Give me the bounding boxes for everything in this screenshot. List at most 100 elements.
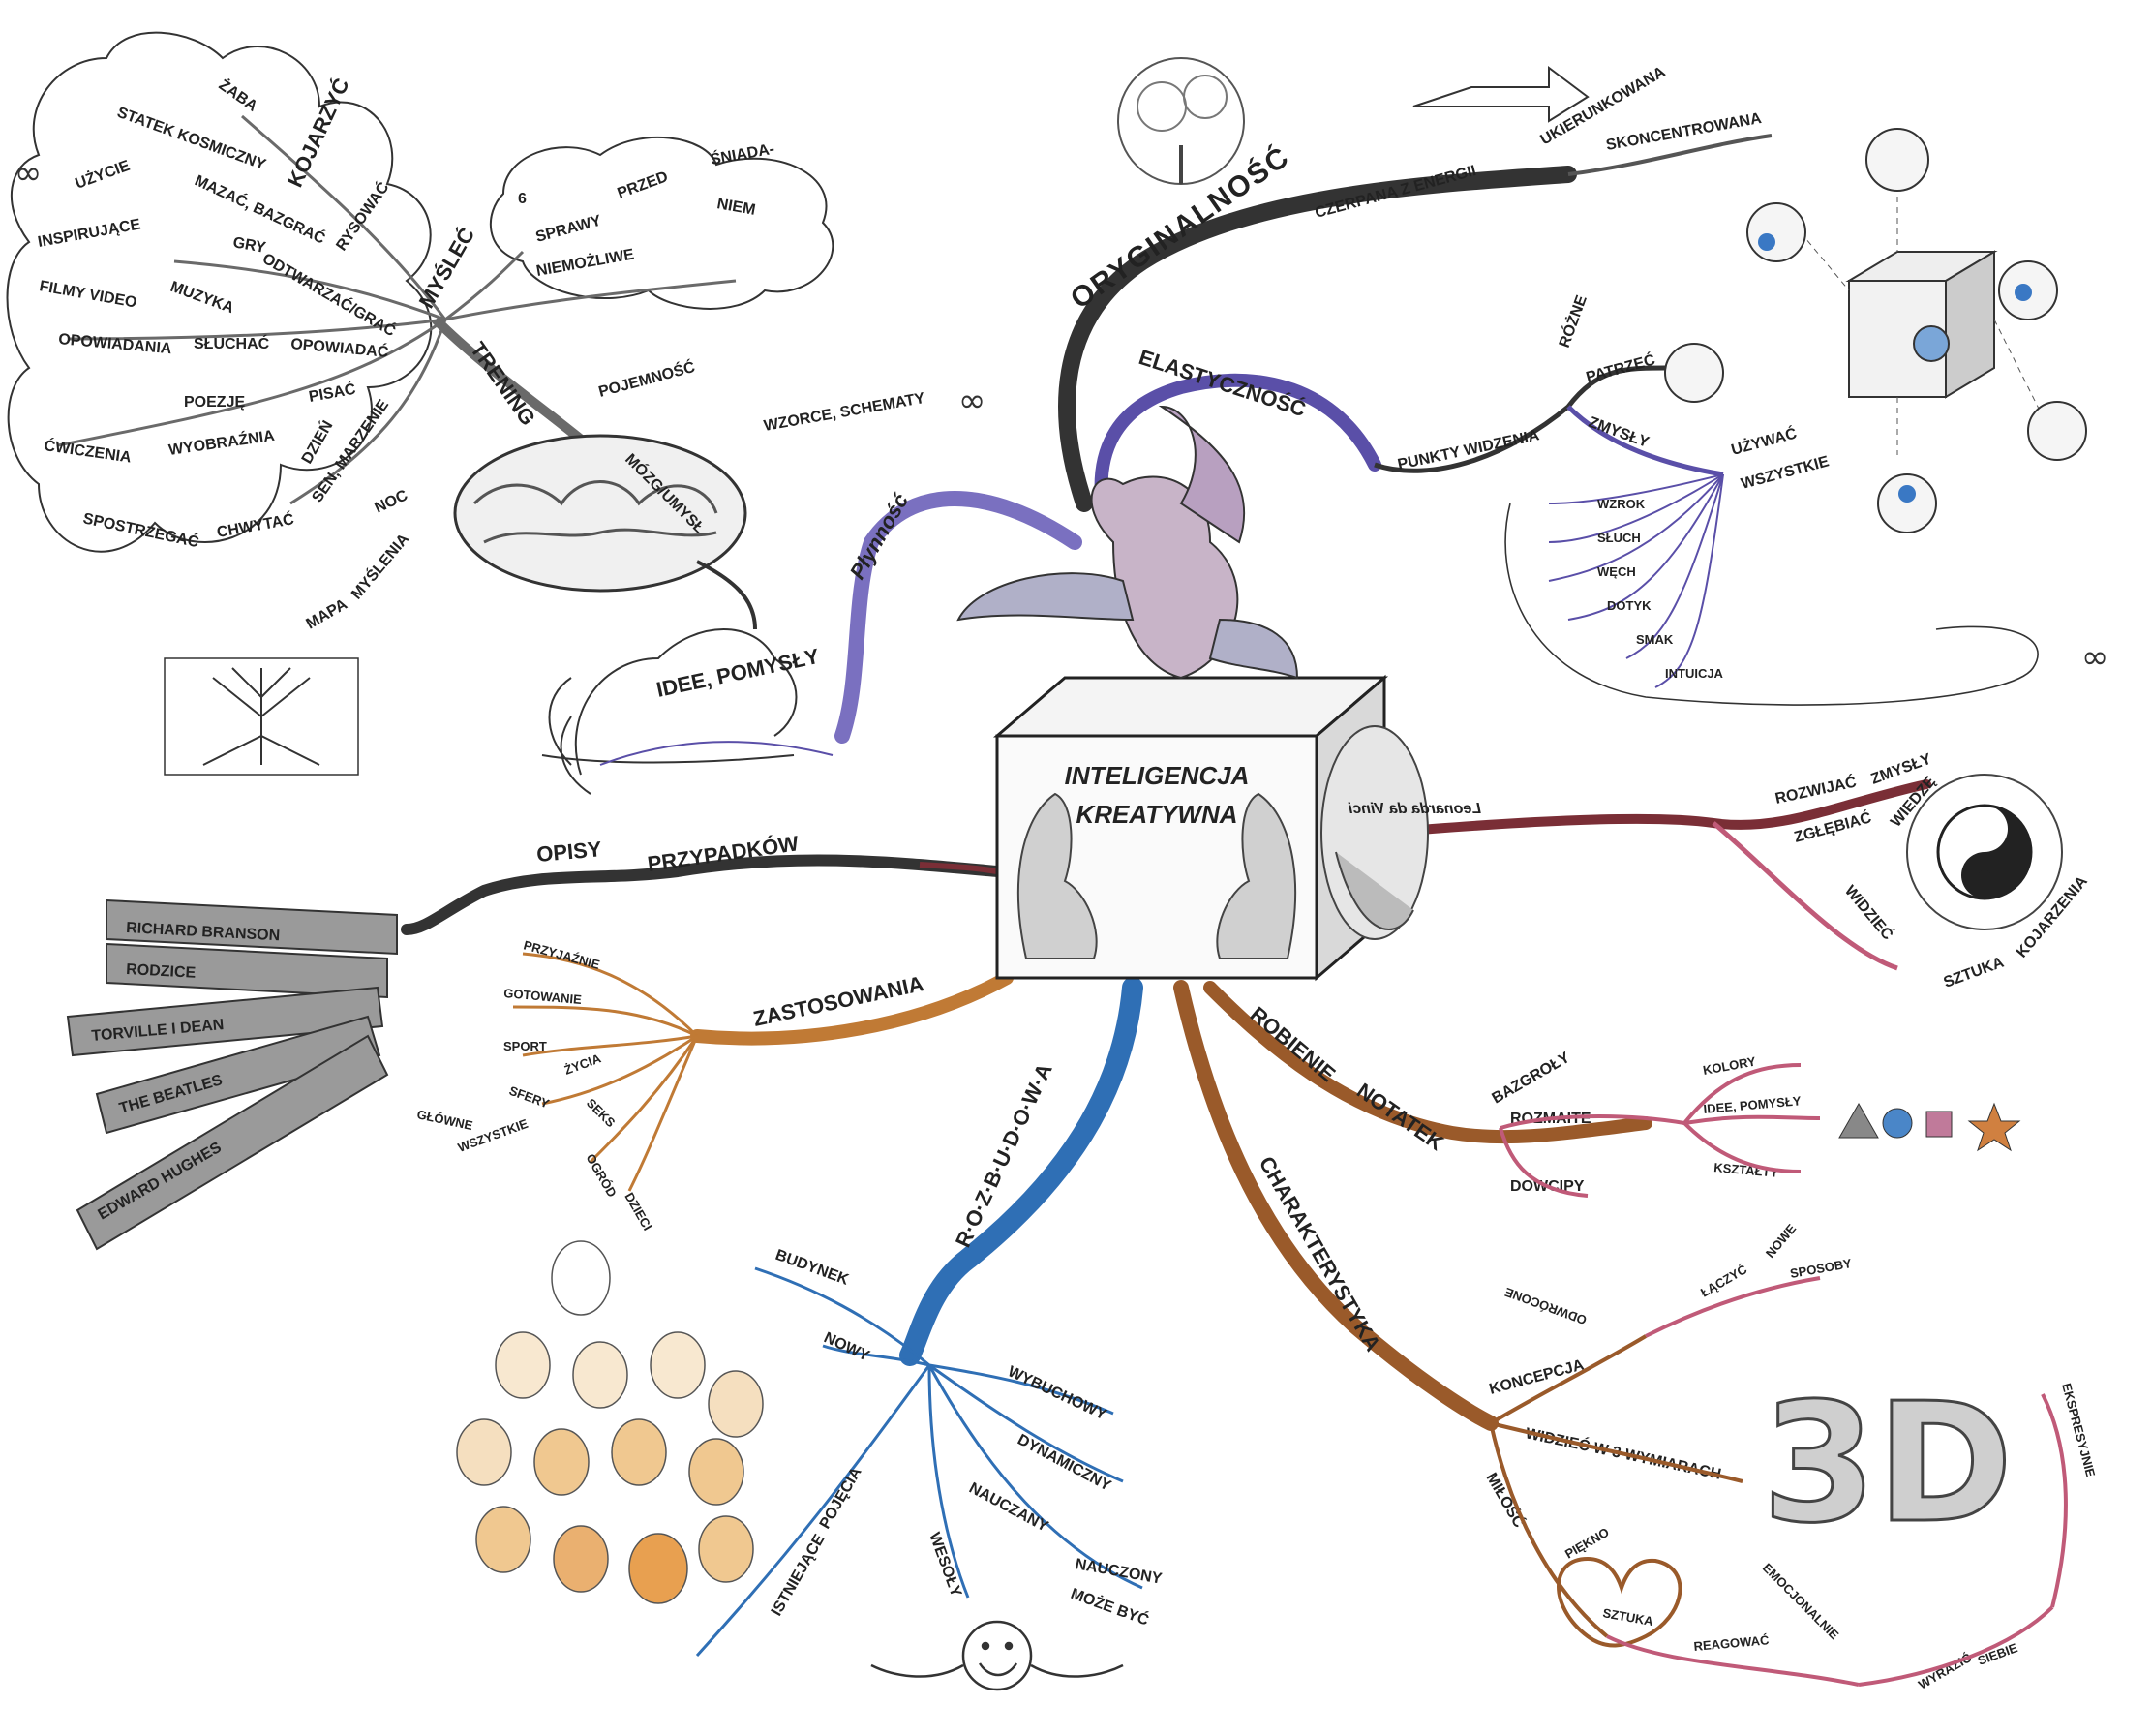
wave-icon — [541, 628, 834, 795]
label-sniada: ŚNIADA- — [709, 139, 775, 168]
label-ksztalty: KSZTAŁTY — [1713, 1160, 1779, 1180]
label-gry: GRY — [231, 234, 267, 257]
label-glowne: GŁÓWNE — [415, 1107, 474, 1133]
label-zycia: ŻYCIA — [562, 1051, 603, 1078]
label-moze-byc: MOŻE BYĆ — [1069, 1584, 1152, 1629]
label-gotowanie: GOTOWANIE — [503, 986, 583, 1007]
label-odwrocone: ODWRÓCONE — [1502, 1285, 1589, 1328]
label-reagowac: REAGOWAĆ — [1693, 1632, 1771, 1654]
branch-opisy — [401, 854, 1003, 935]
label-charakterystyka: CHARAKTERYSTYKA — [1255, 1152, 1386, 1355]
branch-plynnosc — [834, 491, 1082, 744]
label-sprawy: SPRAWY — [534, 212, 604, 245]
charakterystyka-subbranches — [1489, 1276, 2068, 1687]
label-pojecia: POJĘCIA — [817, 1464, 865, 1532]
label-laczyc: ŁĄCZYĆ — [1698, 1262, 1750, 1300]
rozbudowa-fan — [695, 1266, 1143, 1658]
label-uzywac: UŻYWAĆ — [1729, 423, 1799, 458]
senses-cloud-outline — [1504, 503, 2039, 706]
label-muzyka: MUZYKA — [168, 279, 237, 318]
label-sport: SPORT — [503, 1039, 547, 1053]
label-poezje: POEZJĘ — [184, 394, 245, 411]
senses-fan — [1548, 473, 1724, 688]
label-dynamiczny: DYNAMICZNY — [1015, 1432, 1113, 1495]
branch-oryginalnosc — [1058, 166, 1577, 512]
label-rysowac: RYSOWAĆ — [332, 178, 393, 254]
face-icon — [1320, 725, 1429, 940]
label-zmysly: ZMYSŁY — [1587, 414, 1652, 451]
label-dotyk: DOTYK — [1607, 598, 1652, 613]
branch-opisy-tip — [919, 862, 998, 874]
label-patrzec: PATRZEĆ — [1584, 350, 1657, 385]
center-title-line2: KREATYWNA — [1076, 800, 1237, 829]
infinity-icon: ∞ — [2081, 638, 2108, 677]
branch-leonardo-pink — [1712, 821, 1898, 971]
label-inspirujace: INSPIRUJĄCE — [37, 216, 142, 250]
label-punkty: PUNKTY WIDZENIA — [1396, 427, 1541, 473]
senses-labels: WZROK SŁUCH WĘCH DOTYK SMAK INTUICJA — [1597, 497, 1724, 681]
yin-yang-icon — [1906, 774, 2063, 930]
label-intuicja: INTUICJA — [1665, 666, 1724, 681]
label-filmy: FILMY VIDEO — [38, 278, 137, 311]
label-opowiadania: OPOWIADANIA — [58, 331, 173, 357]
label-dzien: DZIEŃ — [297, 417, 336, 467]
label-nowy: NOWY — [821, 1329, 872, 1365]
label-opisy: OPISY — [535, 837, 602, 867]
breakfast-cloud-outline — [490, 136, 834, 310]
label-sztuka: SZTUKA — [1601, 1605, 1654, 1629]
label-pisac: PISAĆ — [307, 380, 357, 406]
label-robienie: ROBIENIE — [1246, 1002, 1341, 1087]
branch-notatki — [1203, 981, 1652, 1144]
label-notatek: NOTATEK — [1352, 1079, 1448, 1156]
label-opowiadac: OPOWIADAĆ — [290, 334, 390, 361]
branch-punkty — [1374, 365, 1666, 473]
thinking-labels: ŻABA STATEK KOSMICZNY KOJARZYĆ UŻYCIE MA… — [37, 75, 411, 552]
label-wyobraznia: WYOBRAŹNIA — [167, 426, 276, 459]
label-sztuka-kojarzenia-1: SZTUKA — [1942, 954, 2007, 990]
label-przed: PRZED — [616, 168, 671, 202]
label-chwytac: CHWYTAĆ — [215, 509, 295, 541]
label-plynnosc: Płynność — [845, 489, 914, 584]
label-statek: STATEK KOSMICZNY — [115, 105, 268, 174]
label-wesoly: WESOŁY — [925, 1531, 964, 1599]
label-emocjonalnie: EMOCJONALNIE — [1760, 1561, 1842, 1643]
branch-leonardo — [1379, 779, 1931, 838]
zastosowania-labels: PRZYJAŹNIE GOTOWANIE SPORT ŻYCIA SFERY G… — [415, 937, 654, 1233]
label-wzorce: WZORCE, SCHEMATY — [763, 390, 926, 435]
branch-rozbudowa — [899, 977, 1143, 1366]
infinity-icon: ∞ — [958, 381, 985, 420]
branch-oryginalnosc-tip — [1567, 134, 1773, 176]
label-skoncentrowana: SKONCENTROWANA — [1605, 110, 1764, 154]
brain-icon — [453, 434, 757, 630]
label-seks: SEKS — [584, 1096, 619, 1131]
label-mapa: MAPA — [304, 596, 351, 633]
label-spostrzegac: SPOSTRZEGAĆ — [81, 508, 201, 551]
neuron-icon — [164, 657, 359, 776]
label-wybuchowy: WYBUCHOWY — [1005, 1363, 1108, 1423]
label-leonardo: Leonarda da Vinci — [1348, 801, 1481, 817]
label-sluch: SŁUCH — [1597, 531, 1641, 545]
label-budynek: BUDYNEK — [773, 1247, 852, 1289]
label-odtwarzac: ODTWARZAĆ/GRAĆ — [259, 249, 400, 340]
three-d-icon: 3D — [1761, 1367, 2015, 1562]
smiley-icon — [870, 1620, 1124, 1691]
label-widziec: WIDZIEĆ — [1841, 881, 1897, 943]
label-idee-notatki: IDEE, POMYSŁY — [1703, 1093, 1802, 1116]
eye-icon — [1664, 128, 2087, 533]
cube-icon — [1800, 165, 2044, 455]
label-noc: NOC — [373, 487, 411, 517]
card-rodzice: RODZICE — [126, 961, 197, 982]
tree-icon — [1117, 57, 1245, 185]
branch-charakterystyka — [1173, 980, 1499, 1431]
branch-elastycznosc — [1094, 373, 1381, 520]
label-piekno: PIĘKNO — [1562, 1525, 1612, 1562]
label-niem: NIEM — [715, 196, 756, 219]
svg-text:3D: 3D — [1762, 1368, 2013, 1560]
label-myslenia: MYŚLENIA — [348, 530, 413, 603]
label-pojemnosc: POJEMNOŚĆ — [596, 357, 697, 401]
label-zaba: ŻABA — [216, 76, 261, 115]
label-nauczany: NAUCZANY — [966, 1480, 1051, 1536]
zastosowania-fan — [512, 952, 699, 1192]
label-smak: SMAK — [1636, 632, 1674, 647]
breakfast-labels: 6 SPRAWY PRZED ŚNIADA- NIEM NIEMOŻLIWE — [518, 139, 775, 280]
